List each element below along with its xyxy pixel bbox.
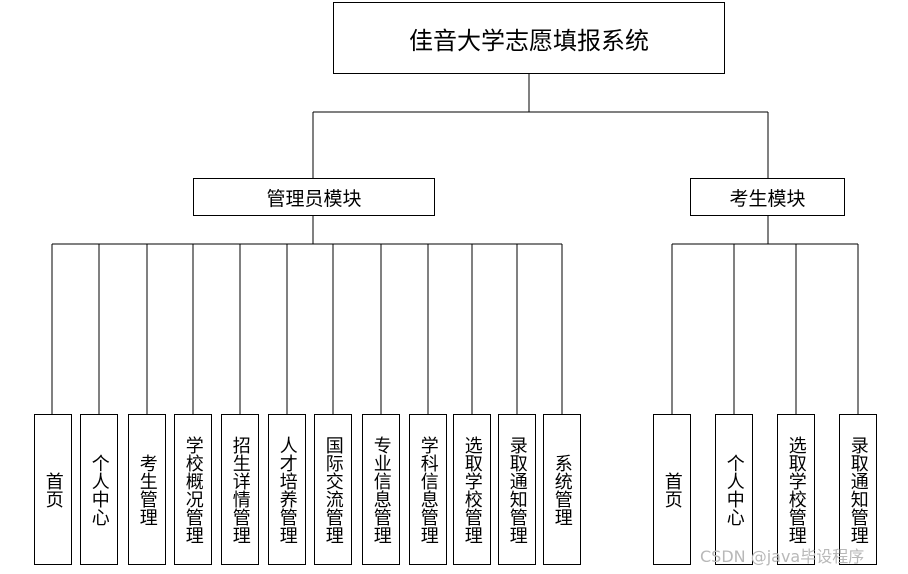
admin-leaf-enrollment-details: 招生详情管理 [221,414,259,565]
admin-leaf-school-selection: 选取学校管理 [453,414,491,565]
watermark: CSDN @java毕设程序 [700,547,865,566]
system-title: 佳音大学志愿填报系统 [409,26,649,55]
student-leaf-school-selection: 选取学校管理 [777,414,815,565]
admin-leaf-profile: 个人中心 [80,414,118,565]
admin-leaf-student-mgmt: 考生管理 [128,414,166,565]
student-leaf-home: 首页 [653,414,691,565]
student-module-box: 考生模块 [690,178,845,216]
student-leaf-profile: 个人中心 [715,414,753,565]
admin-leaf-home: 首页 [34,414,72,565]
admin-leaf-school-overview: 学校概况管理 [174,414,212,565]
admin-leaf-major-info: 专业信息管理 [362,414,400,565]
student-module-label: 考生模块 [729,187,806,210]
admin-module-label: 管理员模块 [266,187,362,210]
admin-leaf-discipline-info: 学科信息管理 [409,414,447,565]
admin-leaf-admission-notice: 录取通知管理 [498,414,536,565]
admin-leaf-talent-training: 人才培养管理 [268,414,306,565]
admin-leaf-international-exchange: 国际交流管理 [314,414,352,565]
admin-leaf-system-mgmt: 系统管理 [543,414,581,565]
admin-module-box: 管理员模块 [193,178,435,216]
student-leaf-admission-notice: 录取通知管理 [839,414,877,565]
system-title-box: 佳音大学志愿填报系统 [333,2,725,74]
